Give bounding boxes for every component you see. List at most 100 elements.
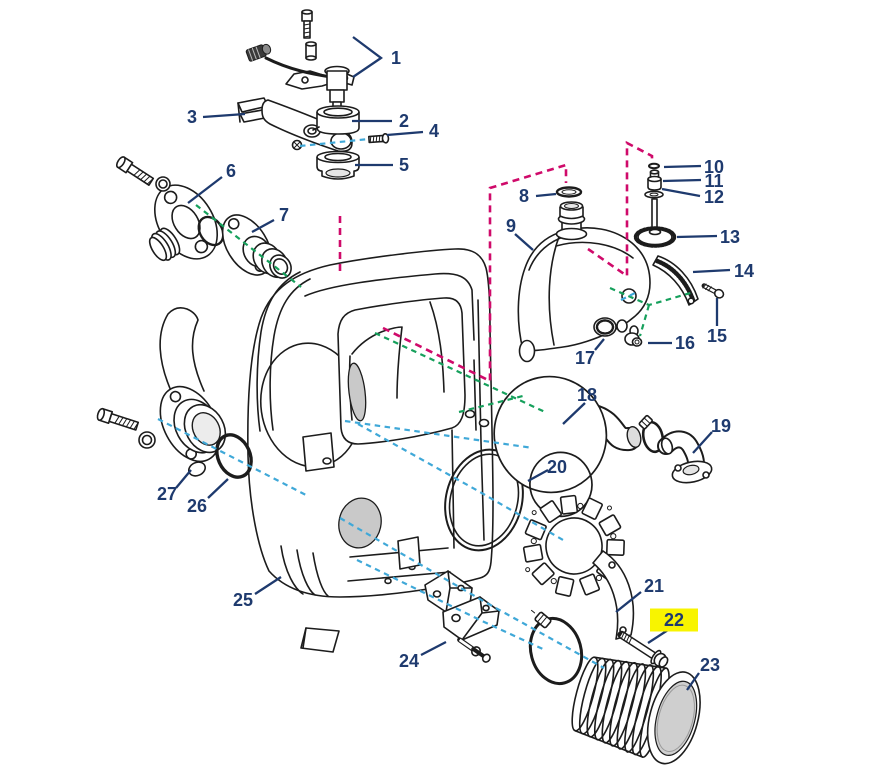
callout-leader-line [207,478,229,499]
hose-clamp [638,414,665,454]
helmet-lobe [616,319,628,333]
sender-cable [264,56,333,79]
part-number-label[interactable]: 7 [279,205,289,225]
housing-keel-tab [300,627,340,653]
part-10-ring [648,162,660,170]
part-number-label[interactable]: 4 [429,121,439,141]
flange-washer [138,431,156,449]
callout-8: 8 [519,186,557,206]
housing-side-tab [302,432,335,472]
housing-bore-shadow [347,362,367,422]
callout-18: 18 [562,385,597,425]
callout-19: 19 [692,416,731,454]
callout-leader-line [562,402,586,425]
part-number-label[interactable]: 8 [519,186,529,206]
part-number-label[interactable]: 26 [187,496,207,516]
part-14-gear-rack [652,255,699,306]
part-number-label[interactable]: 11 [704,171,723,191]
part-number-label[interactable]: 15 [707,326,727,346]
callout-26: 26 [187,478,229,516]
callout-3: 3 [187,107,246,127]
dashed-guide-line [357,423,564,541]
wedge-bolt [471,646,491,663]
part-number-label[interactable]: 9 [506,216,516,236]
callout-leader-line [352,36,383,78]
callout-21: 21 [615,576,664,613]
part-number-label[interactable]: 3 [187,107,197,127]
part-19-exhaust-elbow [657,430,713,484]
part-number-label[interactable]: 2 [399,111,409,131]
part-26-o-ring [215,433,253,479]
callout-14: 14 [692,261,754,281]
callout-5: 5 [355,155,409,175]
dashed-guide-line [299,137,370,148]
helmet-foot [518,339,536,363]
part-8-o-ring [555,186,583,198]
part-7-cover-flange [221,214,292,279]
housing-window [337,297,466,445]
callout-1: 1 [352,36,401,78]
part-number-label[interactable]: 18 [577,385,597,405]
dashed-guide-line [587,140,654,279]
part-number-label[interactable]: 17 [575,348,595,368]
part-artwork-layer [96,9,725,765]
flange-bolt [96,407,140,431]
part-5-bushing-cup [316,150,360,180]
part-24-wedge-blocks [424,570,500,663]
part-number-label[interactable]: 5 [399,155,409,175]
part-number-label[interactable]: 10 [704,157,724,177]
part-number-label[interactable]: 25 [233,590,253,610]
part-22-bolt [617,630,669,668]
part-number-label[interactable]: 24 [399,651,419,671]
flange-bolt [115,156,155,186]
dashed-guide-line [195,204,302,288]
callout-20: 20 [527,457,567,483]
callout-15: 15 [707,298,727,346]
part-4-screw [368,133,390,144]
part-9-steering-helmet [517,201,651,363]
part-number-label[interactable]: 20 [547,457,567,477]
part-17-bushing [593,317,617,337]
flange-washer [155,176,171,192]
part-number-label[interactable]: 13 [720,227,740,247]
callout-leader-line [386,130,424,137]
callout-leader-line [420,640,447,657]
part-15-screw [701,283,725,299]
callout-leader-line [514,233,534,251]
part-number-label[interactable]: 16 [675,333,695,353]
part-number-label[interactable]: 23 [700,655,720,675]
callout-23: 23 [686,655,720,691]
part-13-gear-shaft [633,198,677,248]
callout-27: 27 [157,469,192,504]
part-number-label[interactable]: 27 [157,484,177,504]
part-21-retainer-plate [592,550,635,640]
part-number-label[interactable]: 19 [711,416,731,436]
dashed-guide-line [382,163,568,384]
callout-4: 4 [386,121,439,141]
callout-leader-line [662,178,702,183]
dashed-guide-line [374,332,546,413]
part-27-plug [187,461,207,477]
part-number-label[interactable]: 1 [391,48,401,68]
part-16-nut [624,332,643,347]
dashed-guide-line [157,418,307,496]
part-number-label[interactable]: 12 [704,187,724,207]
callout-layer: 1234567891011121314151617181920212223242… [157,36,754,691]
part-number-label[interactable]: 6 [226,161,236,181]
callout-leader-line [527,468,549,483]
callout-leader-line [202,112,246,119]
callout-leader-line [535,192,557,198]
assembly-guide-lines [157,137,695,669]
callout-leader-line [692,268,731,274]
callout-leader-line [615,591,642,613]
callout-leader-line [676,234,718,239]
part-number-label[interactable]: 21 [644,576,664,596]
callout-12: 12 [661,187,724,207]
dashed-guide-line [620,291,638,301]
part-number-label[interactable]: 14 [734,261,754,281]
part-number-label[interactable]: 22 [664,610,684,630]
callout-leader-line [686,672,700,691]
callout-25: 25 [233,576,282,610]
part-12-washer [644,190,664,199]
